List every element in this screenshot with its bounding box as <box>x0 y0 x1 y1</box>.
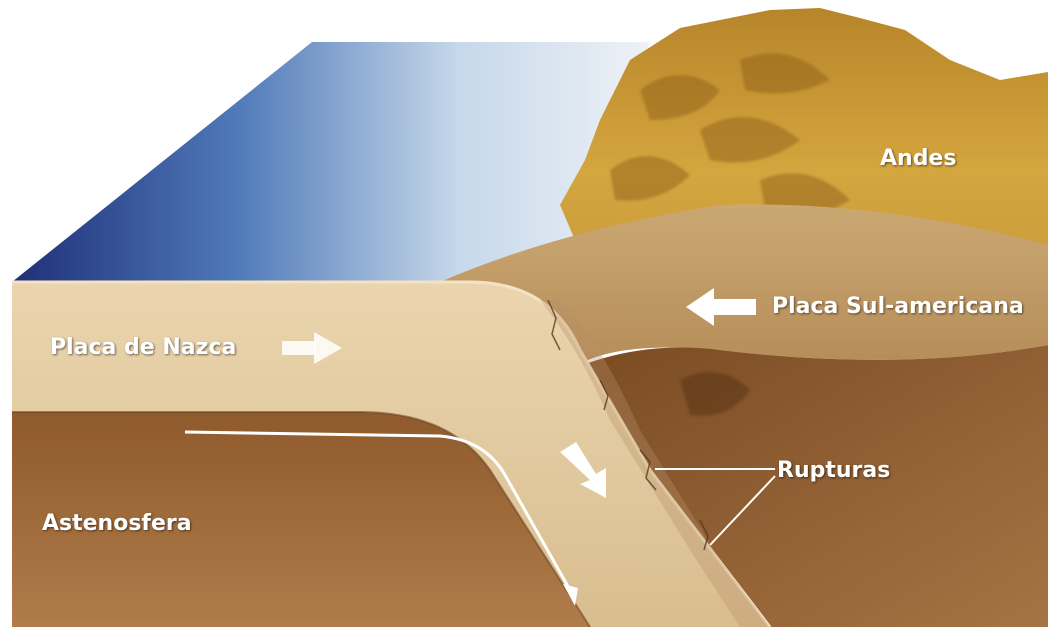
label-astenosfera: Astenosfera <box>42 511 192 536</box>
label-rupturas: Rupturas <box>777 458 890 483</box>
label-placa-de-nazca: Placa de Nazca <box>50 335 236 360</box>
label-andes: Andes <box>880 146 956 171</box>
label-placa-sul-americana: Placa Sul-americana <box>772 294 1024 319</box>
